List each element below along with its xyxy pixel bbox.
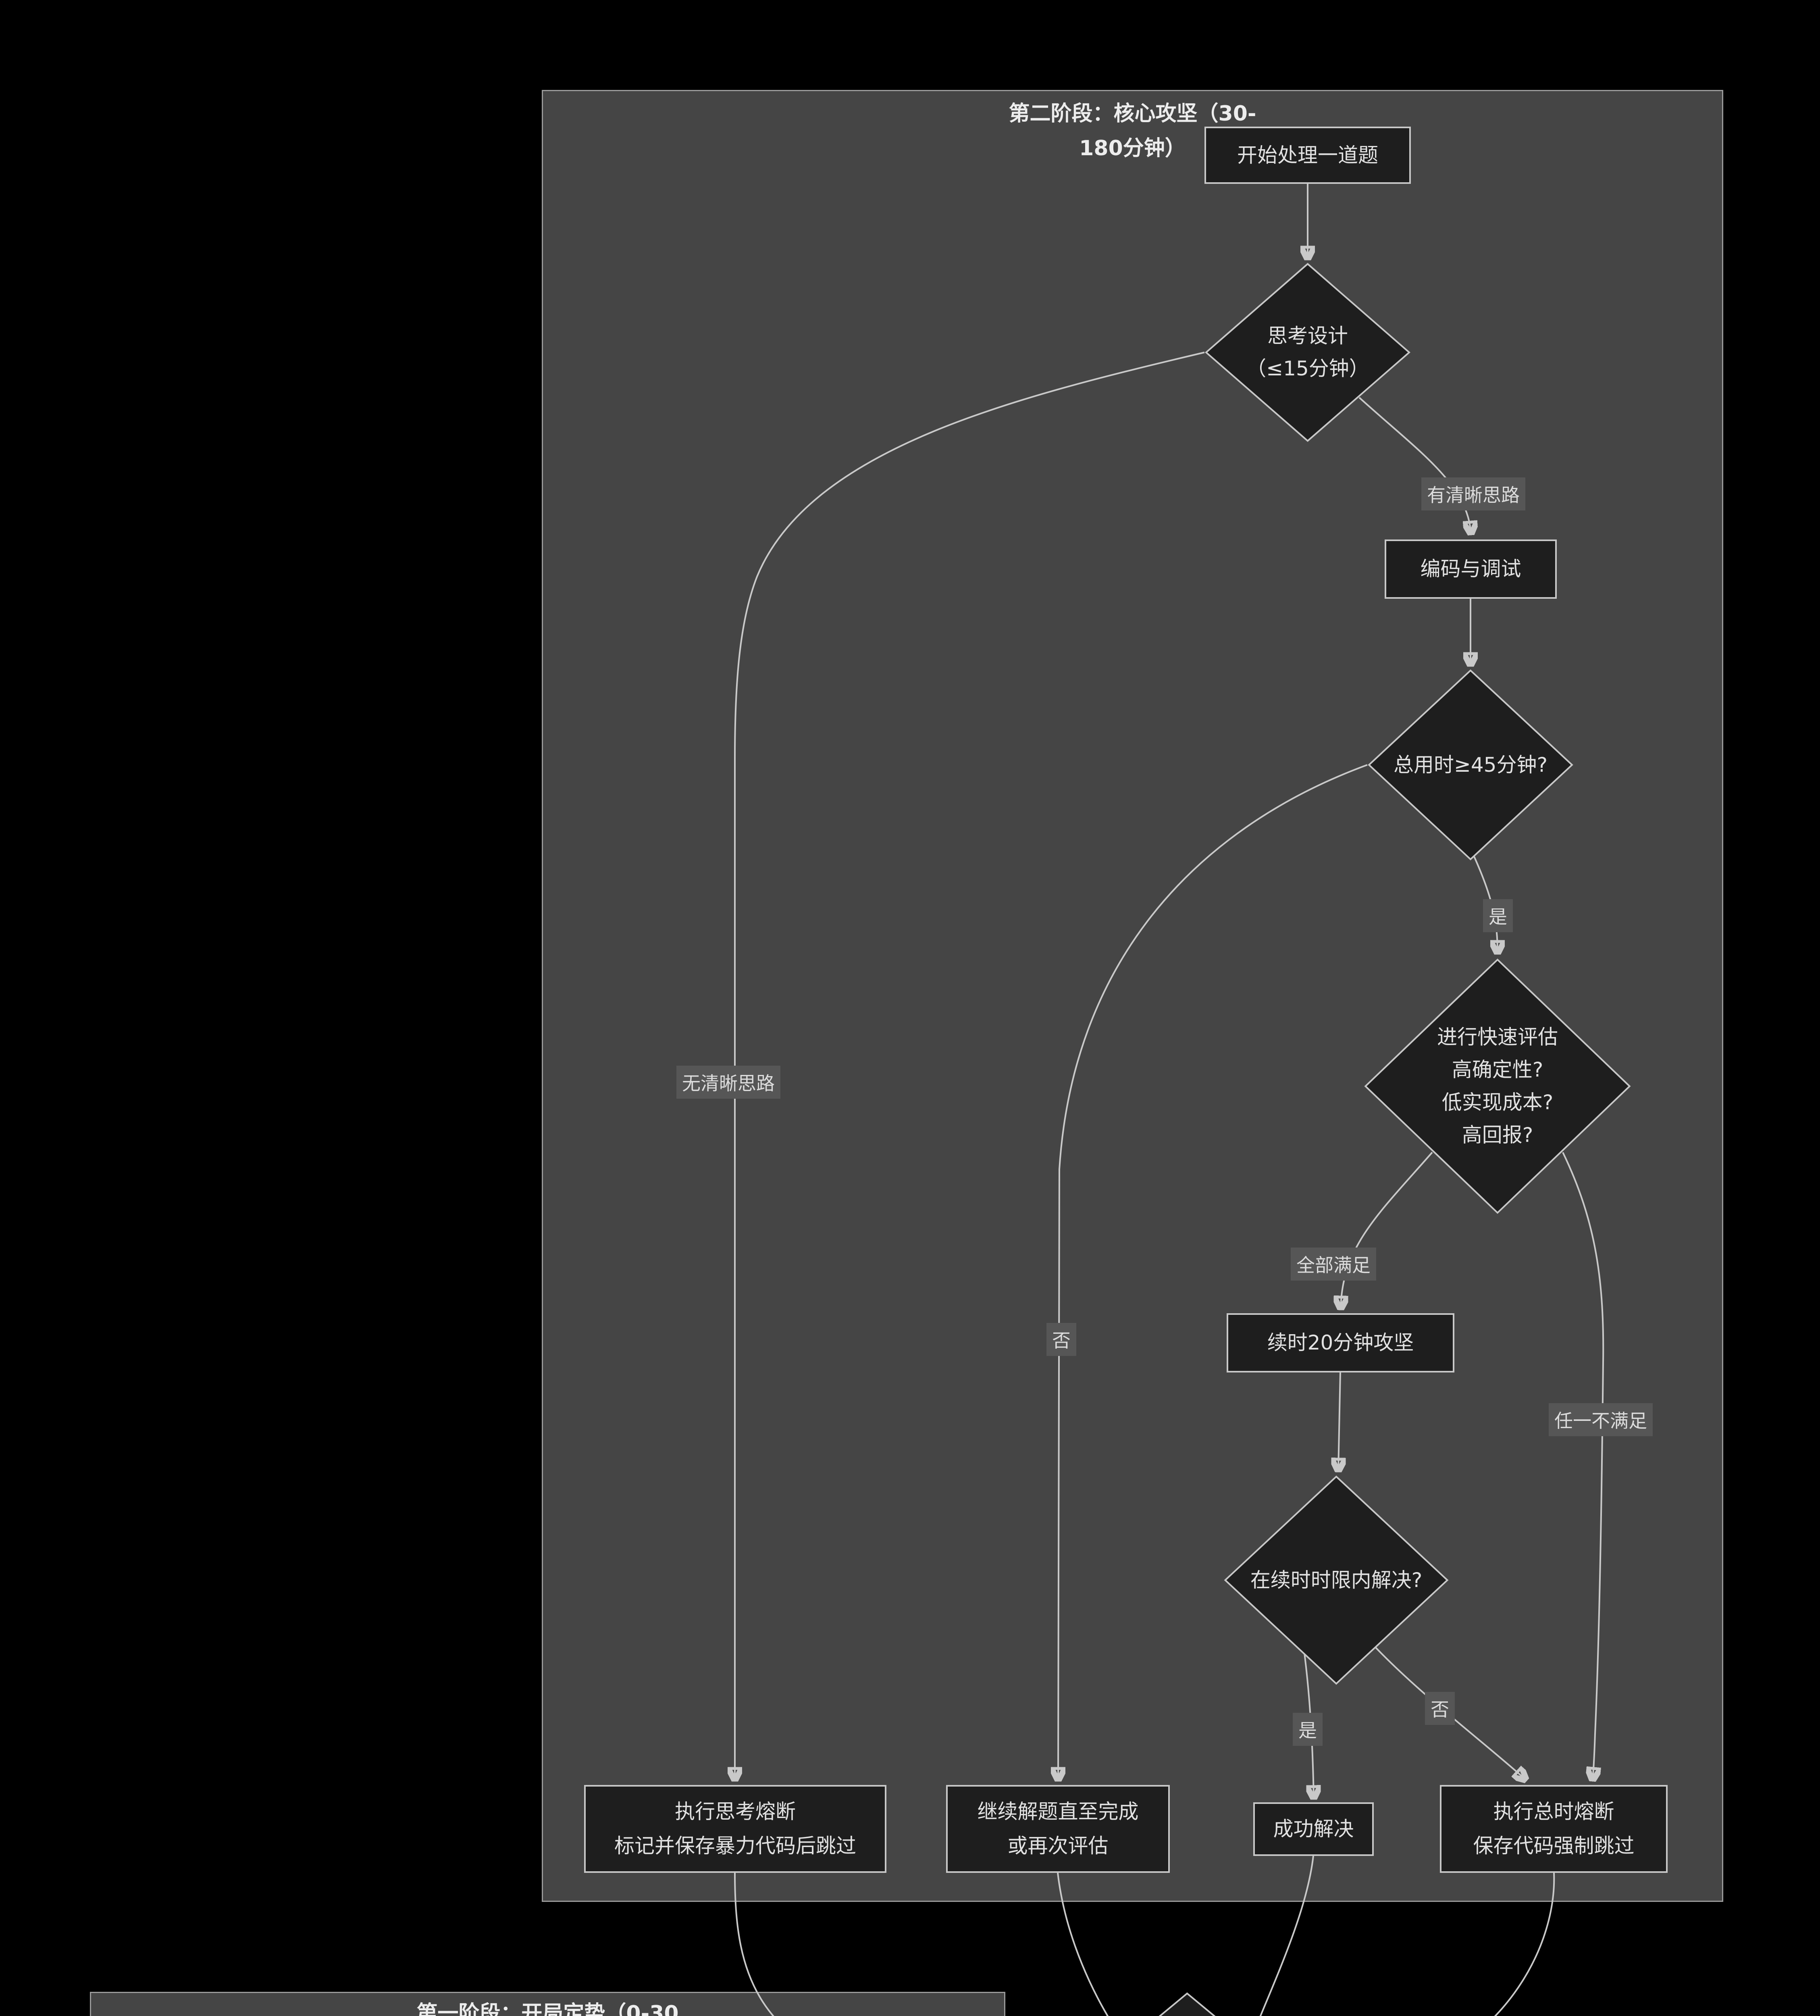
- cluster-stage2-title-line1: 第二阶段：核心攻坚（30-: [1009, 102, 1256, 126]
- decision-think-design: 思考设计 （≤15分钟）: [1204, 262, 1411, 442]
- decision-quick-evaluate: 进行快速评估 高确定性? 低实现成本? 高回报?: [1363, 958, 1632, 1215]
- decision-solved-in-time-label: 在续时时限内解决?: [1250, 1568, 1423, 1592]
- node-extend-20min-label: 续时20分钟攻坚: [1267, 1331, 1414, 1354]
- edge-totalfuse-to-decision: [1494, 1872, 1555, 2016]
- node-total-fuse-line1: 执行总时熔断: [1493, 1800, 1614, 1823]
- edge-extend-to-solvedq: [1338, 1372, 1340, 1470]
- cluster-stage2-title: 第二阶段：核心攻坚（30- 180分钟）: [542, 97, 1723, 166]
- edge-label-time45-no: 否: [1046, 1323, 1076, 1356]
- diamond-shape: [1223, 1475, 1449, 1685]
- edge-continue-to-decision: [1057, 1872, 1109, 2016]
- node-continue-solving-line2: 或再次评估: [1007, 1834, 1109, 1858]
- cluster-stage2-title-line2: 180分钟）: [1079, 136, 1186, 160]
- cluster-stage1-title-line1: 第一阶段：开局定势（0-30: [416, 2001, 679, 2016]
- node-think-fuse: 执行思考熔断 标记并保存暴力代码后跳过: [584, 1785, 886, 1873]
- decision-quick-evaluate-line3: 低实现成本?: [1441, 1091, 1554, 1114]
- diamond-shape: [1204, 262, 1411, 442]
- node-continue-solving: 继续解题直至完成 或再次评估: [946, 1785, 1170, 1873]
- node-total-fuse-line2: 保存代码强制跳过: [1473, 1834, 1635, 1858]
- node-think-fuse-line1: 执行思考熔断: [675, 1800, 796, 1823]
- decision-solved-in-time: 在续时时限内解决?: [1223, 1475, 1449, 1685]
- node-code-debug: 编码与调试: [1385, 539, 1557, 599]
- edge-design-to-code: [1358, 397, 1471, 533]
- diamond-shape: [1065, 1992, 1310, 2016]
- edge-label-no-clear-idea: 无清晰思路: [676, 1066, 780, 1099]
- cluster-stage1-title: 第一阶段：开局定势（0-30 分钟）: [90, 1997, 1005, 2016]
- node-start-problem: 开始处理一道题: [1204, 127, 1411, 184]
- decision-quick-evaluate-line2: 高确定性?: [1452, 1058, 1543, 1081]
- edge-label-solved-no: 否: [1425, 1692, 1455, 1725]
- edge-label-all-satisfied: 全部满足: [1291, 1248, 1376, 1281]
- node-start-problem-label: 开始处理一道题: [1237, 143, 1378, 167]
- cluster-stage1: [90, 1992, 1005, 2016]
- decision-quick-evaluate-line4: 高回报?: [1462, 1123, 1533, 1147]
- edge-design-to-thinkfuse: [735, 352, 1205, 1779]
- node-success: 成功解决: [1253, 1802, 1374, 1856]
- decision-time45: 总用时≥45分钟?: [1367, 669, 1574, 861]
- edge-label-time45-yes: 是: [1483, 899, 1513, 932]
- edge-thinkfuse-to-decision: [734, 1872, 775, 2016]
- node-think-fuse-line2: 标记并保存暴力代码后跳过: [614, 1834, 856, 1858]
- decision-quick-evaluate-line1: 进行快速评估: [1437, 1025, 1558, 1049]
- diamond-shape: [1367, 669, 1574, 861]
- node-extend-20min: 续时20分钟攻坚: [1227, 1313, 1454, 1372]
- edge-evaluate-to-extend: [1341, 1152, 1433, 1308]
- edge-label-has-clear-idea: 有清晰思路: [1421, 477, 1525, 510]
- decision-think-design-line2: （≤15分钟）: [1246, 357, 1369, 380]
- edge-label-any-not-satisfied: 任一不满足: [1549, 1403, 1653, 1436]
- edge-time45-to-continue: [1058, 764, 1368, 1779]
- edge-evaluate-to-totalfuse: [1562, 1152, 1604, 1779]
- node-code-debug-label: 编码与调试: [1420, 557, 1521, 581]
- node-continue-solving-line1: 继续解题直至完成: [977, 1800, 1139, 1823]
- node-total-fuse: 执行总时熔断 保存代码强制跳过: [1440, 1785, 1668, 1873]
- edge-label-solved-yes: 是: [1293, 1713, 1323, 1746]
- diamond-shape: [1363, 958, 1632, 1215]
- decision-all-done: 是否完成所有题 或时间≥180分钟?: [1065, 1992, 1310, 2016]
- decision-think-design-line1: 思考设计: [1267, 324, 1348, 348]
- node-success-label: 成功解决: [1273, 1817, 1354, 1841]
- decision-time45-label: 总用时≥45分钟?: [1393, 753, 1548, 777]
